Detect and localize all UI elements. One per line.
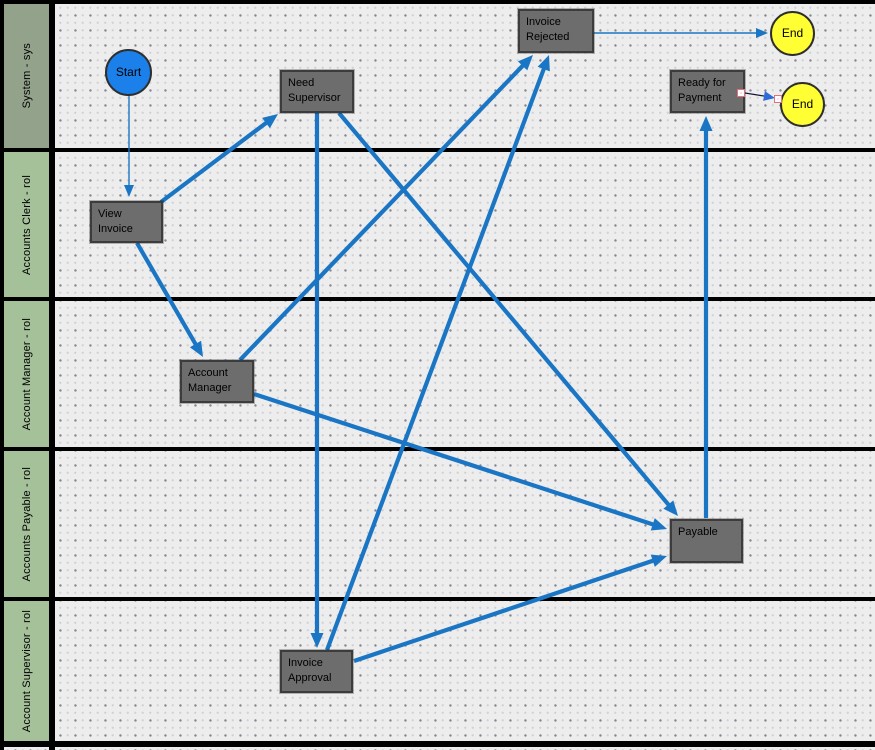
edge-ready-for-payment-to-end-2-selected[interactable] [744, 91, 775, 101]
edge-invoice-rejected-to-end-1[interactable] [594, 28, 768, 38]
lane-separator-3 [0, 447, 875, 451]
bottom-border-line [0, 741, 875, 747]
task-node-ready-for-payment[interactable]: Ready for Payment [670, 70, 745, 113]
lane-separator-4 [0, 597, 875, 601]
edge-invoice-approval-to-payable[interactable] [353, 554, 667, 663]
task-node-view-invoice[interactable]: View Invoice [90, 201, 163, 243]
end-node-end-1[interactable]: End [770, 11, 815, 56]
edge-view-invoice-to-account-manager[interactable] [135, 241, 203, 357]
edge-view-invoice-to-need-supervisor[interactable] [159, 114, 278, 204]
start-node-start[interactable]: Start [105, 49, 152, 96]
task-node-payable[interactable]: Payable [670, 519, 743, 563]
edge-invoice-approval-to-invoice-rejected[interactable] [325, 55, 550, 651]
task-node-invoice-rejected[interactable]: Invoice Rejected [518, 9, 594, 53]
left-border-line [0, 0, 4, 750]
lane-header-accounts-clerk-rol[interactable]: Accounts Clerk - rol [4, 152, 50, 297]
lane-header-divider [49, 0, 55, 750]
lane-separator-2 [0, 297, 875, 301]
edge-account-manager-to-invoice-rejected[interactable] [238, 55, 533, 362]
task-node-need-supervisor[interactable]: Need Supervisor [280, 70, 354, 113]
end-node-end-2[interactable]: End [780, 82, 825, 127]
task-node-account-manager[interactable]: Account Manager [180, 360, 254, 403]
edge-payable-to-ready-for-payment[interactable] [699, 116, 713, 518]
top-border-line [0, 0, 875, 4]
link-endpoint-handle-1[interactable] [737, 89, 745, 97]
edge-need-supervisor-to-payable[interactable] [337, 111, 678, 516]
task-node-invoice-approval[interactable]: Invoice Approval [280, 650, 353, 693]
link-endpoint-handle-2[interactable] [774, 95, 782, 103]
edge-need-supervisor-to-invoice-approval[interactable] [310, 113, 324, 648]
lane-header-accounts-payable-rol[interactable]: Accounts Payable - rol [4, 451, 50, 597]
lane-separator-1 [0, 148, 875, 152]
edge-account-manager-to-payable[interactable] [253, 392, 667, 531]
edge-start-to-view-invoice[interactable] [124, 95, 134, 197]
